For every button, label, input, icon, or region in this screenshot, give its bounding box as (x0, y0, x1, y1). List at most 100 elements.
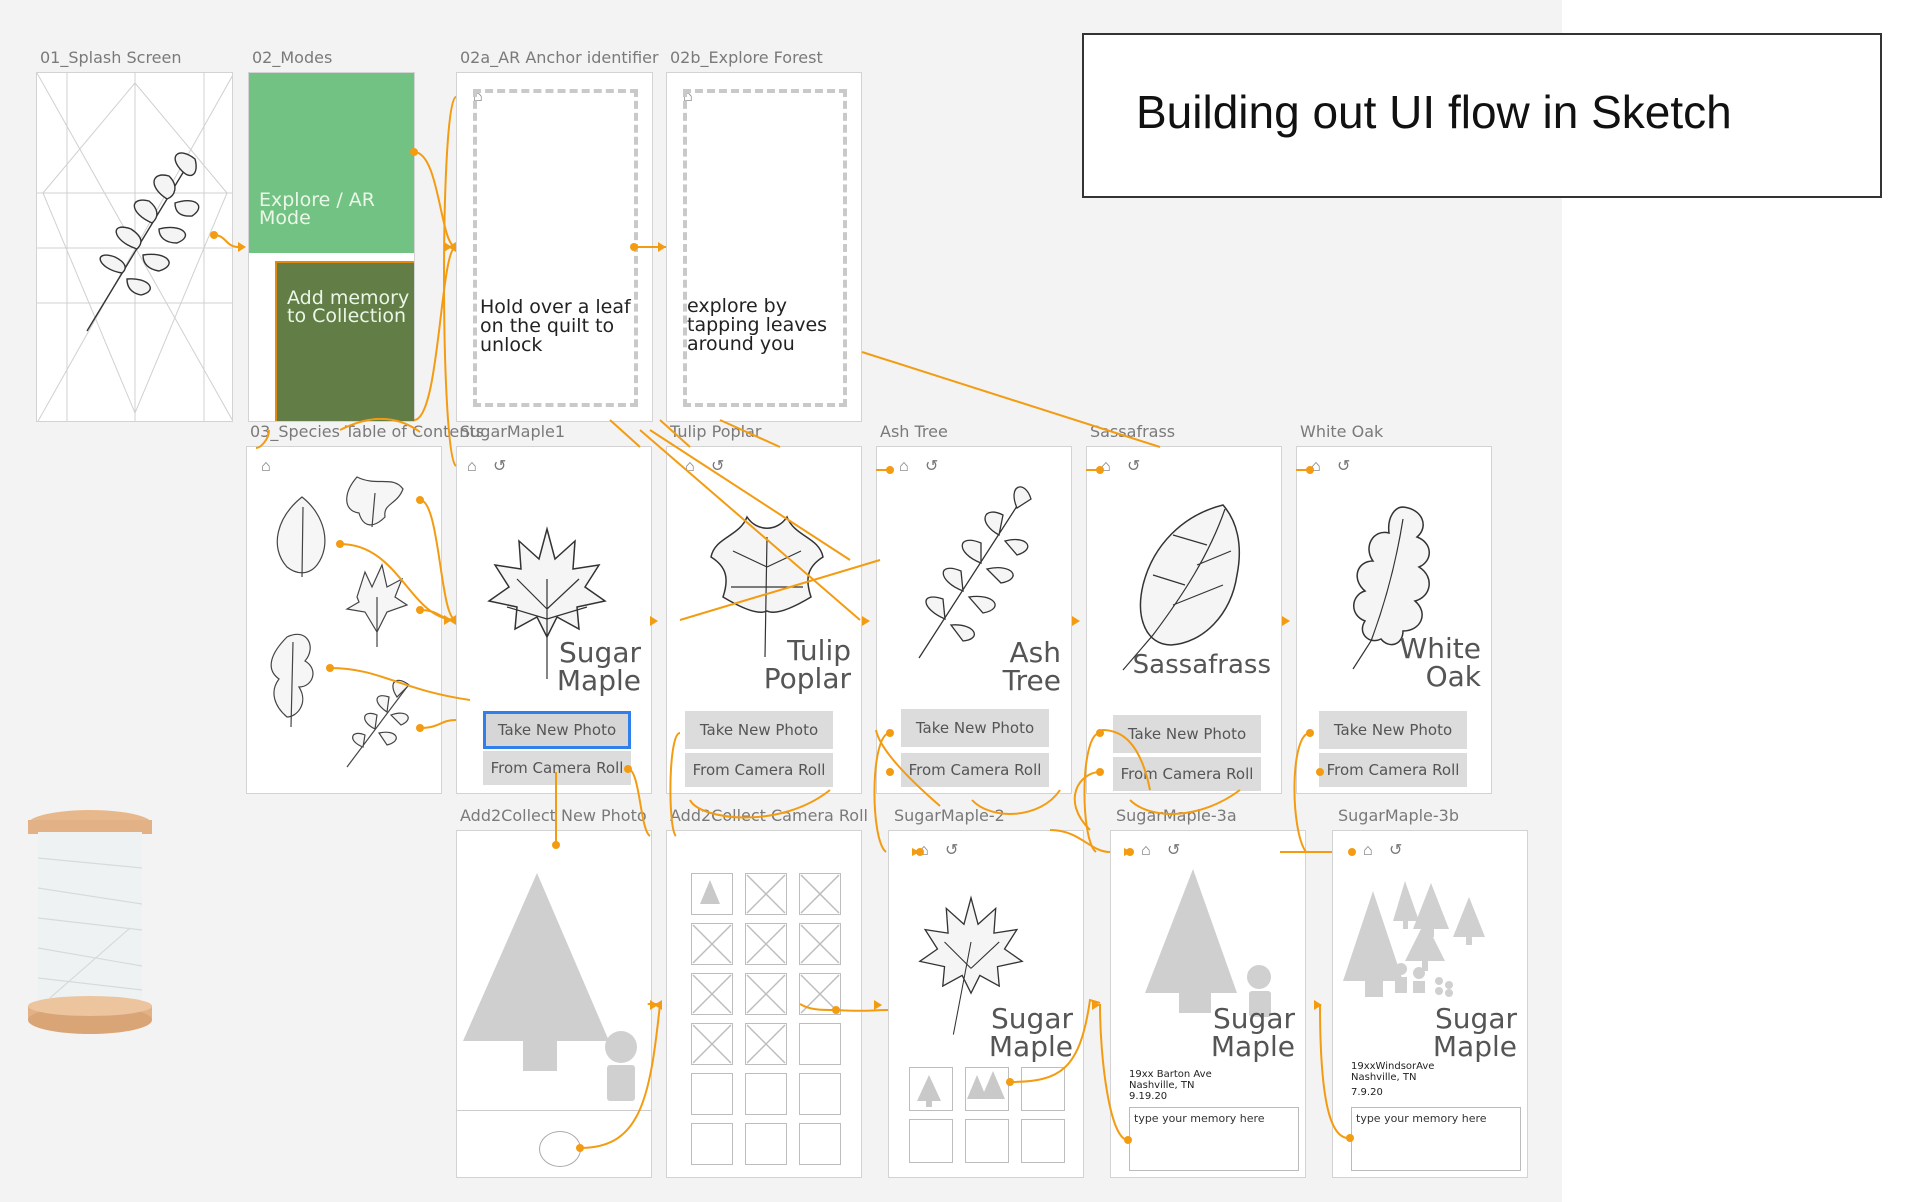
artboard-modes[interactable]: Explore / AR Mode Add memory to Collecti… (248, 72, 415, 422)
home-icon[interactable]: ⌂ (685, 458, 695, 475)
photo-thumb[interactable] (1021, 1119, 1065, 1163)
city-line: Nashville, TN (1351, 1072, 1417, 1083)
artboard-tulip-poplar[interactable]: ⌂ ↺ Tulip Poplar Take New Photo From Cam… (666, 446, 862, 794)
shutter-button[interactable] (539, 1131, 581, 1167)
photo-thumb[interactable] (691, 1073, 733, 1115)
photo-thumb[interactable] (965, 1067, 1009, 1111)
label-sassafrass: Sassafrass (1090, 422, 1176, 441)
label-white-oak: White Oak (1300, 422, 1384, 441)
photo-thumb[interactable] (799, 1073, 841, 1115)
photo-thumb[interactable] (745, 1023, 787, 1065)
home-icon[interactable]: ⌂ (919, 842, 929, 859)
leaf-name: Sassafrass (1132, 650, 1271, 680)
home-icon[interactable]: ⌂ (683, 88, 693, 105)
label-species: 03_Species Table of Contents (250, 422, 484, 441)
back-icon[interactable]: ↺ (945, 842, 959, 859)
photo-thumb[interactable] (745, 1073, 787, 1115)
camera-roll-button[interactable]: From Camera Roll (1319, 753, 1467, 787)
camera-roll-button[interactable]: From Camera Roll (901, 753, 1049, 787)
take-new-photo-button[interactable]: Take New Photo (483, 711, 631, 749)
artboard-explore-forest[interactable]: ⌂ explore by tapping leaves around you (666, 72, 862, 422)
memory-input[interactable]: type your memory here (1351, 1107, 1521, 1171)
camera-roll-button[interactable]: From Camera Roll (685, 753, 833, 787)
photo-thumb[interactable] (691, 1023, 733, 1065)
label-sugar-maple3a: SugarMaple-3a (1116, 806, 1237, 825)
artboard-white-oak[interactable]: ⌂ ↺ White Oak Take New Photo From Camera… (1296, 446, 1492, 794)
artboard-sassafrass[interactable]: ⌂ ↺ Sassafrass Take New Photo From Camer… (1086, 446, 1282, 794)
explore-ar-mode-button[interactable]: Explore / AR Mode (249, 73, 414, 253)
artboard-sugar-maple2[interactable]: ⌂ ↺ Sugar Maple (888, 830, 1084, 1178)
camera-roll-button[interactable]: From Camera Roll (1113, 757, 1261, 791)
home-icon[interactable]: ⌂ (1101, 458, 1111, 475)
photo-thumb[interactable] (799, 1023, 841, 1065)
ar-instruction: Hold over a leaf on the quilt to unlock (480, 296, 631, 356)
back-icon[interactable]: ↺ (1389, 842, 1403, 859)
home-icon[interactable]: ⌂ (1311, 458, 1321, 475)
home-icon[interactable]: ⌂ (467, 458, 477, 475)
ash-leaf-icon (918, 486, 1032, 659)
leaf-name: Sugar Maple (1210, 1002, 1295, 1063)
home-icon[interactable]: ⌂ (473, 88, 483, 105)
photo-thumb[interactable] (1021, 1067, 1065, 1111)
home-icon[interactable]: ⌂ (1141, 842, 1151, 859)
photo-thumb[interactable] (909, 1067, 953, 1111)
label-sugar-maple3b: SugarMaple-3b (1338, 806, 1459, 825)
sugar-maple-leaf-icon (487, 526, 607, 679)
photo-thumb[interactable] (799, 873, 841, 915)
placeholder-image-icon (800, 974, 840, 1014)
photo-thumb[interactable] (691, 873, 733, 915)
take-new-photo-button[interactable]: Take New Photo (1319, 711, 1467, 749)
spool-image (28, 810, 152, 1034)
photo-thumb[interactable] (691, 973, 733, 1015)
photo-thumb[interactable] (799, 1123, 841, 1165)
take-new-photo-button[interactable]: Take New Photo (685, 711, 833, 749)
artboard-add-new-photo[interactable] (456, 830, 652, 1178)
artboard-sugar-maple3a[interactable]: ⌂ ↺ Sugar Maple 19xx Barton Ave Nashvill… (1110, 830, 1306, 1178)
back-icon[interactable]: ↺ (1167, 842, 1181, 859)
take-new-photo-button[interactable]: Take New Photo (901, 709, 1049, 747)
label-tulip-poplar: Tulip Poplar (670, 422, 762, 441)
address-line: 19xx Barton Ave (1129, 1069, 1212, 1080)
placeholder-image-icon (800, 874, 840, 914)
back-icon[interactable]: ↺ (711, 458, 725, 475)
photo-thumb[interactable] (745, 1123, 787, 1165)
address-line: 19xxWindsorAve (1351, 1061, 1435, 1072)
photo-thumb[interactable] (745, 973, 787, 1015)
artboard-species[interactable]: ⌂ (246, 446, 442, 794)
ash-leaf-icon (86, 152, 200, 332)
label-add-new-photo: Add2Collect New Photo (460, 806, 647, 825)
add-memory-button[interactable]: Add memory to Collection (275, 261, 414, 421)
placeholder-image-icon (692, 1024, 732, 1064)
photo-thumb[interactable] (691, 1123, 733, 1165)
camera-roll-button[interactable]: From Camera Roll (483, 751, 631, 785)
photo-thumb[interactable] (745, 923, 787, 965)
artboard-sugar-maple3b[interactable]: ⌂ ↺ Sugar Maple 19xxWindsorAve Nashville… (1332, 830, 1528, 1178)
label-explore-forest: 02b_Explore Forest (670, 48, 823, 67)
home-icon[interactable]: ⌂ (261, 458, 271, 475)
white-oak-leaf-icon (1352, 506, 1430, 670)
photo-thumb[interactable] (799, 973, 841, 1015)
photo-thumb[interactable] (691, 923, 733, 965)
artboard-ar-anchor[interactable]: ⌂ Hold over a leaf on the quilt to unloc… (456, 72, 653, 422)
label-ash-tree: Ash Tree (880, 422, 948, 441)
photo-thumb[interactable] (965, 1119, 1009, 1163)
back-icon[interactable]: ↺ (1337, 458, 1351, 475)
back-icon[interactable]: ↺ (493, 458, 507, 475)
photo-thumb[interactable] (745, 873, 787, 915)
leaf-name: Tulip Poplar (763, 634, 851, 695)
artboard-add-camera-roll[interactable] (666, 830, 862, 1178)
placeholder-image-icon (746, 924, 786, 964)
memory-input[interactable]: type your memory here (1129, 1107, 1299, 1171)
home-icon[interactable]: ⌂ (899, 458, 909, 475)
artboard-sugar-maple1[interactable]: ⌂ ↺ Sugar Maple Take New Photo From Came… (456, 446, 652, 794)
placeholder-image-icon (800, 924, 840, 964)
photo-thumb[interactable] (909, 1119, 953, 1163)
artboard-ash-tree[interactable]: ⌂ ↺ Ash Tree Take New Photo From Camera … (876, 446, 1072, 794)
back-icon[interactable]: ↺ (1127, 458, 1141, 475)
artboard-splash[interactable] (36, 72, 233, 422)
take-new-photo-button[interactable]: Take New Photo (1113, 715, 1261, 753)
back-icon[interactable]: ↺ (925, 458, 939, 475)
home-icon[interactable]: ⌂ (1363, 842, 1373, 859)
explore-instruction: explore by tapping leaves around you (687, 295, 828, 355)
photo-thumb[interactable] (799, 923, 841, 965)
